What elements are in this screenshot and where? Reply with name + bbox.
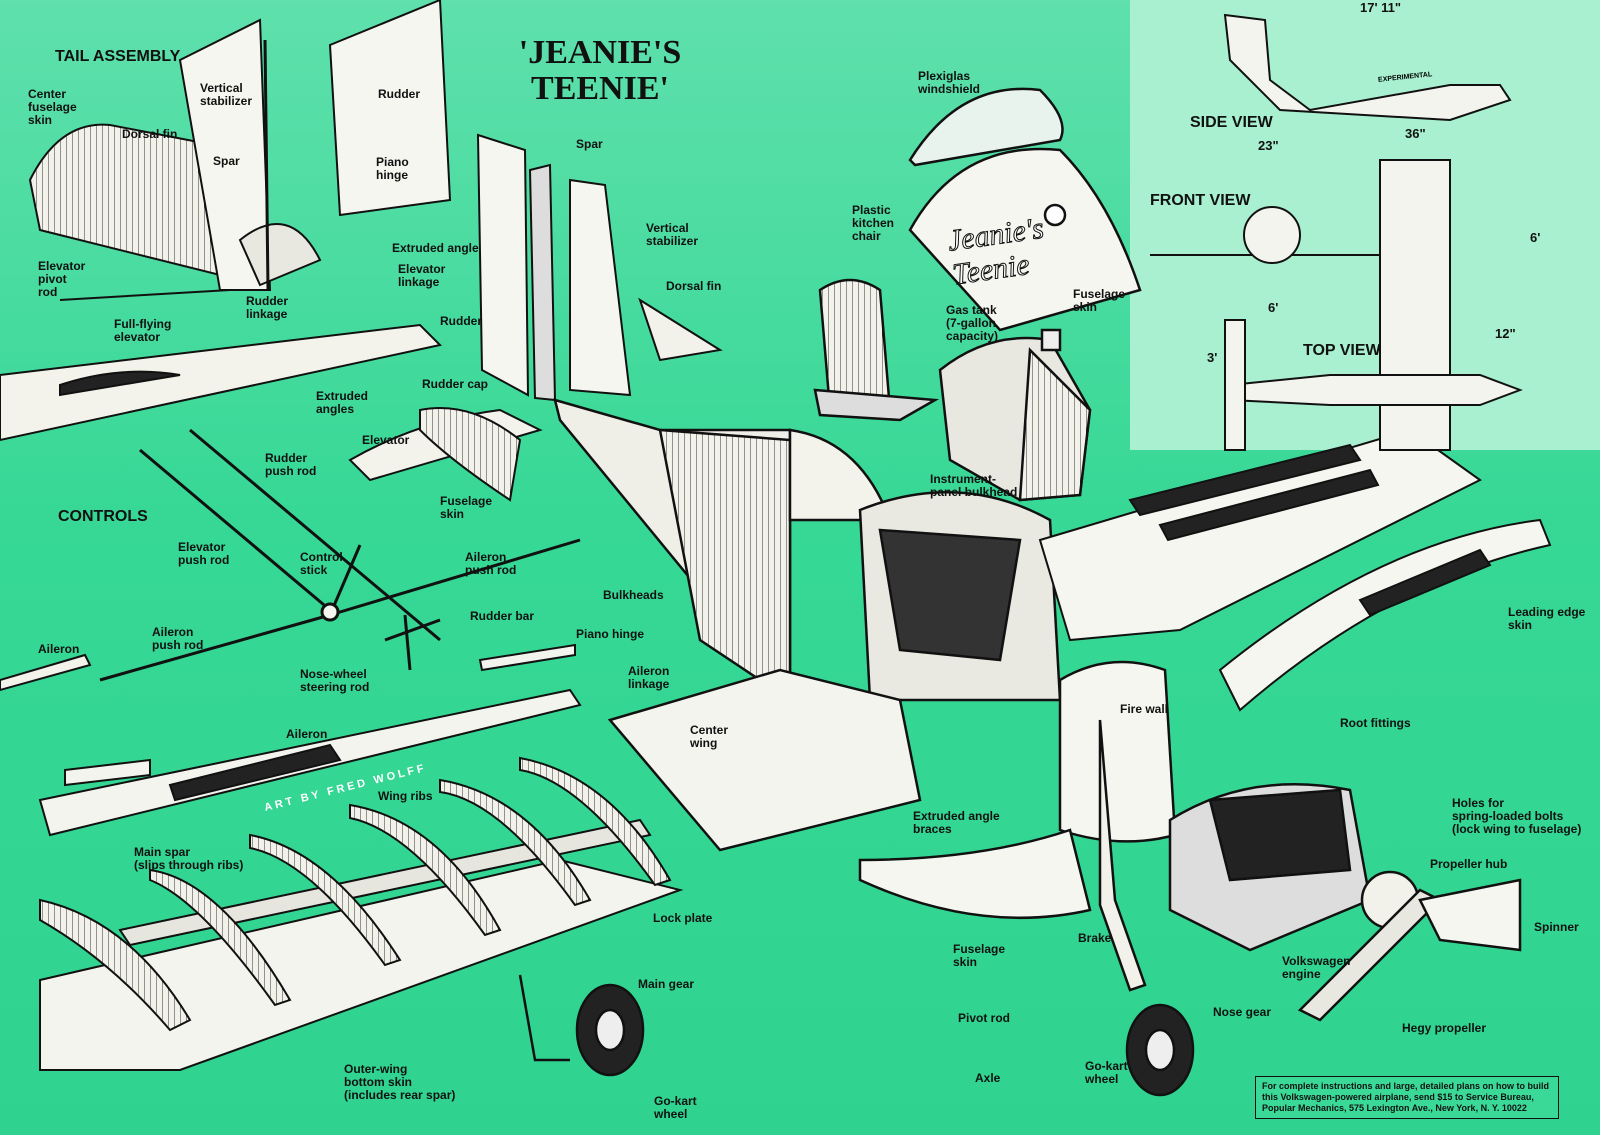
label-volkswagen-engine: Volkswagen engine (1282, 954, 1351, 981)
label-aileron-linkage: Aileron linkage (628, 664, 670, 691)
credit-note: For complete instructions and large, det… (1255, 1076, 1559, 1119)
dim-36in: 36" (1405, 126, 1426, 141)
label-fuselage-skin-bottom: Fuselage skin (953, 942, 1006, 969)
label-dorsal-fin-tail: Dorsal fin (122, 127, 178, 141)
tail-assembly-drawing (0, 0, 452, 442)
label-root-fittings: Root fittings (1340, 716, 1411, 730)
dim-12in: 12" (1495, 326, 1516, 341)
label-spar-tail: Spar (213, 154, 240, 168)
section-tail-assembly: TAIL ASSEMBLY (55, 48, 181, 65)
dim-3ft: 3' (1207, 350, 1218, 365)
label-plastic-kitchen-chair: Plastic kitchen chair (852, 203, 895, 243)
label-aileron-small: Aileron (38, 642, 80, 656)
label-rudder-linkage: Rudder linkage (246, 294, 288, 321)
diagram-title: 'JEANIE'S TEENIE' (518, 34, 682, 107)
plane-logo: Jeanie's Teenie (945, 211, 1046, 292)
label-wing-ribs: Wing ribs (378, 789, 433, 803)
section-controls: CONTROLS (58, 508, 148, 525)
label-extruded-angle-braces: Extruded angle braces (913, 809, 1000, 836)
label-go-kart-wheel-right: Go-kart wheel (1085, 1059, 1128, 1086)
label-outer-wing-bottom-skin: Outer-wing bottom skin (includes rear sp… (344, 1062, 456, 1102)
label-elevator: Elevator (362, 433, 410, 447)
top-view-tailplane (1224, 319, 1246, 451)
label-rudder: Rudder (440, 314, 482, 328)
dim-6ft-front: 6' (1268, 300, 1279, 315)
dim-6ft-top: 6' (1530, 230, 1541, 245)
label-bulkheads: Bulkheads (603, 588, 664, 602)
label-piano-hinge: Piano hinge (576, 627, 645, 641)
label-aileron-push-rod-right: Aileron push rod (465, 550, 517, 577)
label-vertical-stabilizer-tail: Vertical stabilizer (200, 81, 253, 108)
dim-17ft-11in: 17' 11" (1360, 0, 1402, 15)
upper-parts-drawing (813, 87, 1142, 502)
section-side-view: SIDE VIEW (1190, 114, 1273, 131)
label-elevator-pivot-rod: Elevator pivot rod (38, 259, 86, 299)
label-aileron-push-rod-left: Aileron push rod (152, 625, 204, 652)
label-main-gear: Main gear (638, 977, 695, 991)
main-wing-drawing (1038, 428, 1552, 712)
three-view-drawings (1150, 13, 1523, 451)
top-view-fuselage (1229, 374, 1523, 406)
label-holes-for-bolts: Holes for spring-loaded bolts (lock wing… (1452, 796, 1582, 836)
label-spinner: Spinner (1534, 920, 1579, 934)
top-view-wing (1379, 159, 1451, 451)
label-pivot-rod: Pivot rod (958, 1011, 1011, 1025)
label-rudder-tail: Rudder (378, 87, 420, 101)
label-fire-wall: Fire wall (1120, 702, 1169, 716)
label-rudder-bar: Rudder bar (470, 609, 535, 623)
engine-gear-drawing (518, 719, 1522, 1097)
label-spar: Spar (576, 137, 603, 151)
label-fuselage-skin-tail: Fuselage skin (440, 494, 493, 521)
label-dorsal-fin: Dorsal fin (666, 279, 722, 293)
label-axle: Axle (975, 1071, 1001, 1085)
label-piano-hinge-tail: Piano hinge (376, 155, 409, 182)
label-propeller-hub: Propeller hub (1430, 857, 1508, 871)
outer-wing-drawing (39, 756, 684, 1071)
aileron-drawing (38, 643, 582, 837)
label-extruded-angles: Extruded angles (316, 389, 369, 416)
label-extruded-angle: Extruded angle (392, 241, 479, 255)
controls-drawing (0, 428, 581, 692)
label-nose-gear: Nose gear (1213, 1005, 1272, 1019)
label-nose-wheel-steering-rod: Nose-wheel steering rod (300, 667, 370, 694)
label-vertical-stabilizer: Vertical stabilizer (646, 221, 699, 248)
label-lock-plate: Lock plate (653, 911, 713, 925)
label-plexiglas-windshield: Plexiglas windshield (918, 69, 981, 96)
label-center-wing: Center wing (690, 723, 729, 750)
label-gas-tank: Gas tank (7-gallon capacity) (946, 303, 999, 343)
label-brake: Brake (1078, 931, 1112, 945)
label-hegy-propeller: Hegy propeller (1402, 1021, 1487, 1035)
label-center-fuselage-skin: Center fuselage skin (28, 87, 77, 127)
label-aileron: Aileron (286, 727, 328, 741)
vertical-stabilizer-drawing (348, 133, 723, 502)
section-front-view: FRONT VIEW (1150, 192, 1251, 209)
dim-23in: 23" (1258, 138, 1279, 153)
label-rudder-push-rod: Rudder push rod (265, 451, 317, 478)
label-instrument-panel-bulkhead: Instrument- panel bulkhead (930, 472, 1018, 499)
label-control-stick: Control stick (300, 550, 343, 577)
label-elevator-push-rod: Elevator push rod (178, 540, 230, 567)
fuselage-drawing (553, 398, 1177, 852)
front-view-fuselage (1243, 206, 1301, 264)
label-main-spar: Main spar (slips through ribs) (134, 845, 244, 872)
label-fuselage-skin-top: Fuselage skin (1073, 287, 1126, 314)
label-elevator-linkage: Elevator linkage (398, 262, 446, 289)
label-leading-edge-skin: Leading edge skin (1508, 605, 1586, 632)
label-go-kart-wheel-left: Go-kart wheel (654, 1094, 697, 1121)
side-view-plane (1223, 13, 1512, 122)
label-rudder-cap: Rudder cap (422, 377, 489, 391)
section-top-view: TOP VIEW (1303, 342, 1381, 359)
label-full-flying-elevator: Full-flying elevator (114, 317, 172, 344)
